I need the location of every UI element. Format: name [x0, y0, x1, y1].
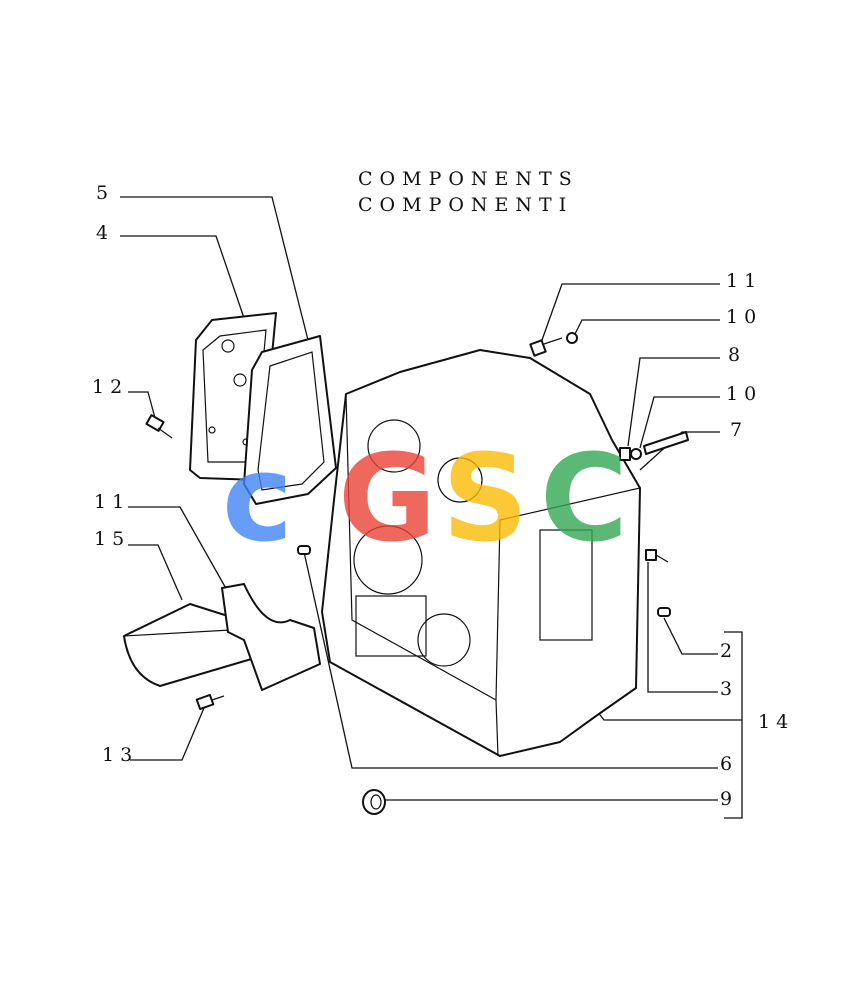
dowel-2	[657, 607, 671, 617]
callout-7: 7	[730, 419, 749, 441]
watermark-letter-g: G	[338, 430, 437, 569]
callout-14: 14	[758, 711, 795, 733]
callout-2: 2	[720, 640, 739, 662]
nut-8	[619, 447, 631, 461]
diagram-title-it: COMPONENTI	[358, 194, 574, 216]
bracket-plate	[221, 583, 321, 691]
callout-4: 4	[96, 222, 115, 244]
callout-13: 13	[102, 744, 139, 766]
diagram-title-en: COMPONENTS	[358, 168, 579, 190]
bolt-12	[145, 414, 173, 439]
callout-10-mid: 10	[726, 383, 763, 405]
callout-15: 15	[94, 528, 131, 550]
watermark-letter-c2: C	[540, 430, 629, 569]
callout-8: 8	[728, 344, 747, 366]
callout-9: 9	[720, 788, 739, 810]
bolt-3	[645, 549, 669, 563]
callout-5: 5	[96, 182, 115, 204]
dowel-6	[297, 545, 311, 555]
callout-11-right: 11	[726, 270, 763, 292]
bolt-13	[195, 693, 225, 711]
gasket	[243, 335, 337, 505]
leader-lines	[120, 196, 743, 819]
transmission-housing	[321, 349, 641, 757]
watermark-letter-s: S	[442, 430, 529, 569]
callout-3: 3	[720, 678, 739, 700]
callout-10-top: 10	[726, 306, 763, 328]
seal-ring-9	[362, 789, 386, 815]
stud-7	[643, 431, 689, 455]
watermark-letter-c: c	[222, 430, 294, 569]
callout-11-left: 11	[94, 491, 131, 513]
bolt-11	[529, 337, 563, 357]
callout-6: 6	[720, 753, 739, 775]
callout-12: 12	[92, 376, 129, 398]
